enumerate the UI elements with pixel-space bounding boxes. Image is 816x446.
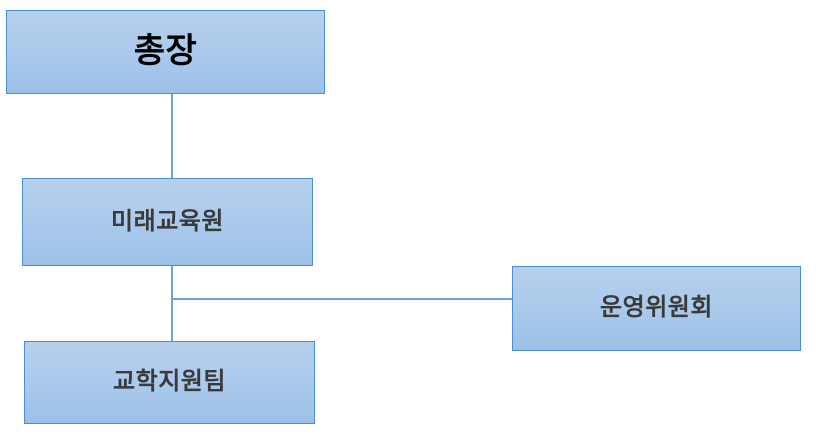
org-node-president[interactable]: 총장 (6, 10, 325, 94)
connector-president-to-institute (171, 93, 173, 179)
connector-institute-to-support-team (171, 265, 173, 342)
org-node-committee-label: 운영위원회 (600, 294, 713, 322)
org-node-support-team[interactable]: 교학지원팀 (24, 341, 315, 424)
org-node-institute[interactable]: 미래교육원 (22, 178, 313, 266)
org-node-institute-label: 미래교육원 (111, 207, 224, 235)
org-node-support-team-label: 교학지원팀 (113, 368, 226, 396)
org-node-committee[interactable]: 운영위원회 (512, 266, 801, 351)
connector-institute-to-committee (171, 298, 513, 300)
org-node-president-label: 총장 (133, 32, 198, 71)
